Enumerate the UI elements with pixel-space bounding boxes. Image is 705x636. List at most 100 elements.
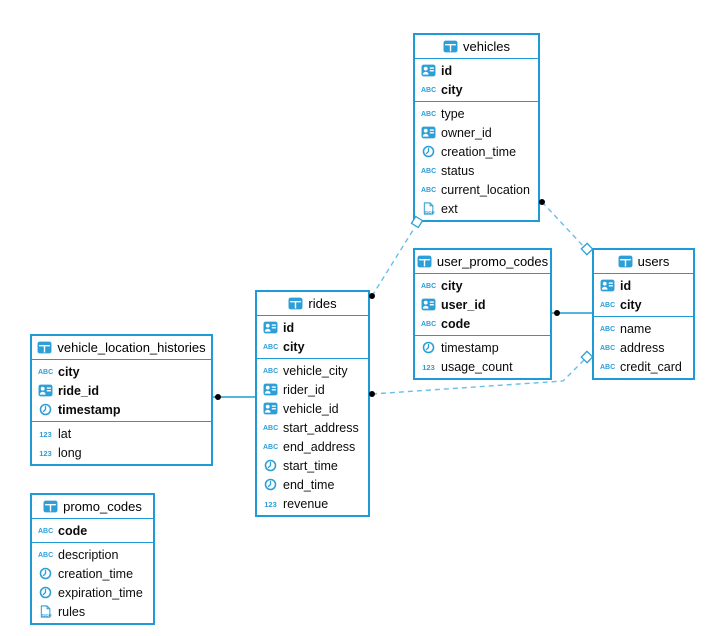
field-row[interactable]: long [32, 443, 211, 462]
field-row[interactable]: code [32, 521, 153, 540]
key-fields-section: code [32, 519, 153, 543]
clock-icon [38, 403, 53, 416]
field-row[interactable]: revenue [257, 494, 368, 513]
table-header[interactable]: promo_codes [32, 495, 153, 519]
id-card-icon [263, 383, 278, 396]
table-icon [417, 255, 432, 268]
table-promo-codes[interactable]: promo_codes code description creation_ti… [30, 493, 155, 625]
field-row[interactable]: id [415, 61, 538, 80]
field-row[interactable]: ext [415, 199, 538, 218]
abc-icon [38, 547, 53, 562]
field-row[interactable]: id [594, 276, 693, 295]
fields-section: timestamp usage_count [415, 336, 550, 378]
field-row[interactable]: address [594, 338, 693, 357]
field-row[interactable]: description [32, 545, 153, 564]
dot-marker [554, 310, 560, 316]
field-row[interactable]: vehicle_city [257, 361, 368, 380]
field-row[interactable]: usage_count [415, 357, 550, 376]
table-vehicles[interactable]: vehicles id city type owner_id creation_… [413, 33, 540, 222]
diamond-marker [580, 242, 594, 256]
table-header[interactable]: rides [257, 292, 368, 316]
relationship-vehicles-users[interactable] [539, 199, 594, 256]
field-row[interactable]: owner_id [415, 123, 538, 142]
abc-icon [421, 106, 436, 121]
id-card-icon [38, 384, 53, 397]
table-header[interactable]: vehicle_location_histories [32, 336, 211, 360]
id-card-icon [421, 126, 436, 139]
field-row[interactable]: id [257, 318, 368, 337]
field-row[interactable]: timestamp [32, 400, 211, 419]
table-title: user_promo_codes [436, 254, 549, 269]
key-fields-section: id city [594, 274, 693, 317]
table-header[interactable]: vehicles [415, 35, 538, 59]
field-row[interactable]: current_location [415, 180, 538, 199]
table-title: users [637, 254, 670, 269]
field-row[interactable]: name [594, 319, 693, 338]
table-icon [288, 297, 303, 310]
clock-icon [38, 586, 53, 599]
table-icon [37, 341, 52, 354]
fields-section: lat long [32, 422, 211, 464]
field-row[interactable]: city [32, 362, 211, 381]
field-row[interactable]: user_id [415, 295, 550, 314]
id-card-icon [263, 321, 278, 334]
field-row[interactable]: city [257, 337, 368, 356]
field-row[interactable]: credit_card [594, 357, 693, 376]
field-row[interactable]: ride_id [32, 381, 211, 400]
field-row[interactable]: creation_time [415, 142, 538, 161]
abc-icon [600, 359, 615, 374]
field-row[interactable]: rider_id [257, 380, 368, 399]
diamond-marker [580, 350, 594, 364]
table-rides[interactable]: rides id city vehicle_city rider_id vehi… [255, 290, 370, 517]
key-fields-section: id city [257, 316, 368, 359]
field-row[interactable]: city [415, 276, 550, 295]
field-row[interactable]: end_time [257, 475, 368, 494]
id-card-icon [263, 402, 278, 415]
abc-icon [263, 439, 278, 454]
field-row[interactable]: creation_time [32, 564, 153, 583]
abc-icon [421, 82, 436, 97]
field-row[interactable]: code [415, 314, 550, 333]
field-row[interactable]: lat [32, 424, 211, 443]
field-row[interactable]: status [415, 161, 538, 180]
abc-icon [38, 364, 53, 379]
id-card-icon [600, 279, 615, 292]
relationship-vehicle-location-histories-rides[interactable] [213, 394, 255, 400]
abc-icon [263, 339, 278, 354]
table-users[interactable]: users id city name address credit_card [592, 248, 695, 380]
field-row[interactable]: end_address [257, 437, 368, 456]
field-row[interactable]: vehicle_id [257, 399, 368, 418]
clock-icon [38, 567, 53, 580]
table-icon [443, 40, 458, 53]
dot-marker [215, 394, 221, 400]
table-header[interactable]: users [594, 250, 693, 274]
field-row[interactable]: timestamp [415, 338, 550, 357]
table-header[interactable]: user_promo_codes [415, 250, 550, 274]
table-icon [43, 500, 58, 513]
field-row[interactable]: start_time [257, 456, 368, 475]
json-icon [421, 202, 436, 215]
clock-icon [421, 341, 436, 354]
fields-section: vehicle_city rider_id vehicle_id start_a… [257, 359, 368, 515]
abc-icon [421, 182, 436, 197]
table-icon [618, 255, 633, 268]
table-title: vehicle_location_histories [57, 340, 206, 355]
field-row[interactable]: rules [32, 602, 153, 621]
key-fields-section: id city [415, 59, 538, 102]
abc-icon [600, 340, 615, 355]
abc-icon [38, 523, 53, 538]
field-row[interactable]: city [594, 295, 693, 314]
relationship-user-promo-codes-users[interactable] [552, 310, 592, 316]
field-row[interactable]: type [415, 104, 538, 123]
id-card-icon [421, 298, 436, 311]
clock-icon [421, 145, 436, 158]
number-icon [421, 360, 436, 374]
field-row[interactable]: start_address [257, 418, 368, 437]
table-title: rides [308, 296, 337, 311]
field-row[interactable]: expiration_time [32, 583, 153, 602]
table-user-promo-codes[interactable]: user_promo_codes city user_id code times… [413, 248, 552, 380]
table-vehicle-location-histories[interactable]: vehicle_location_histories city ride_id … [30, 334, 213, 466]
number-icon [38, 446, 53, 460]
field-row[interactable]: city [415, 80, 538, 99]
